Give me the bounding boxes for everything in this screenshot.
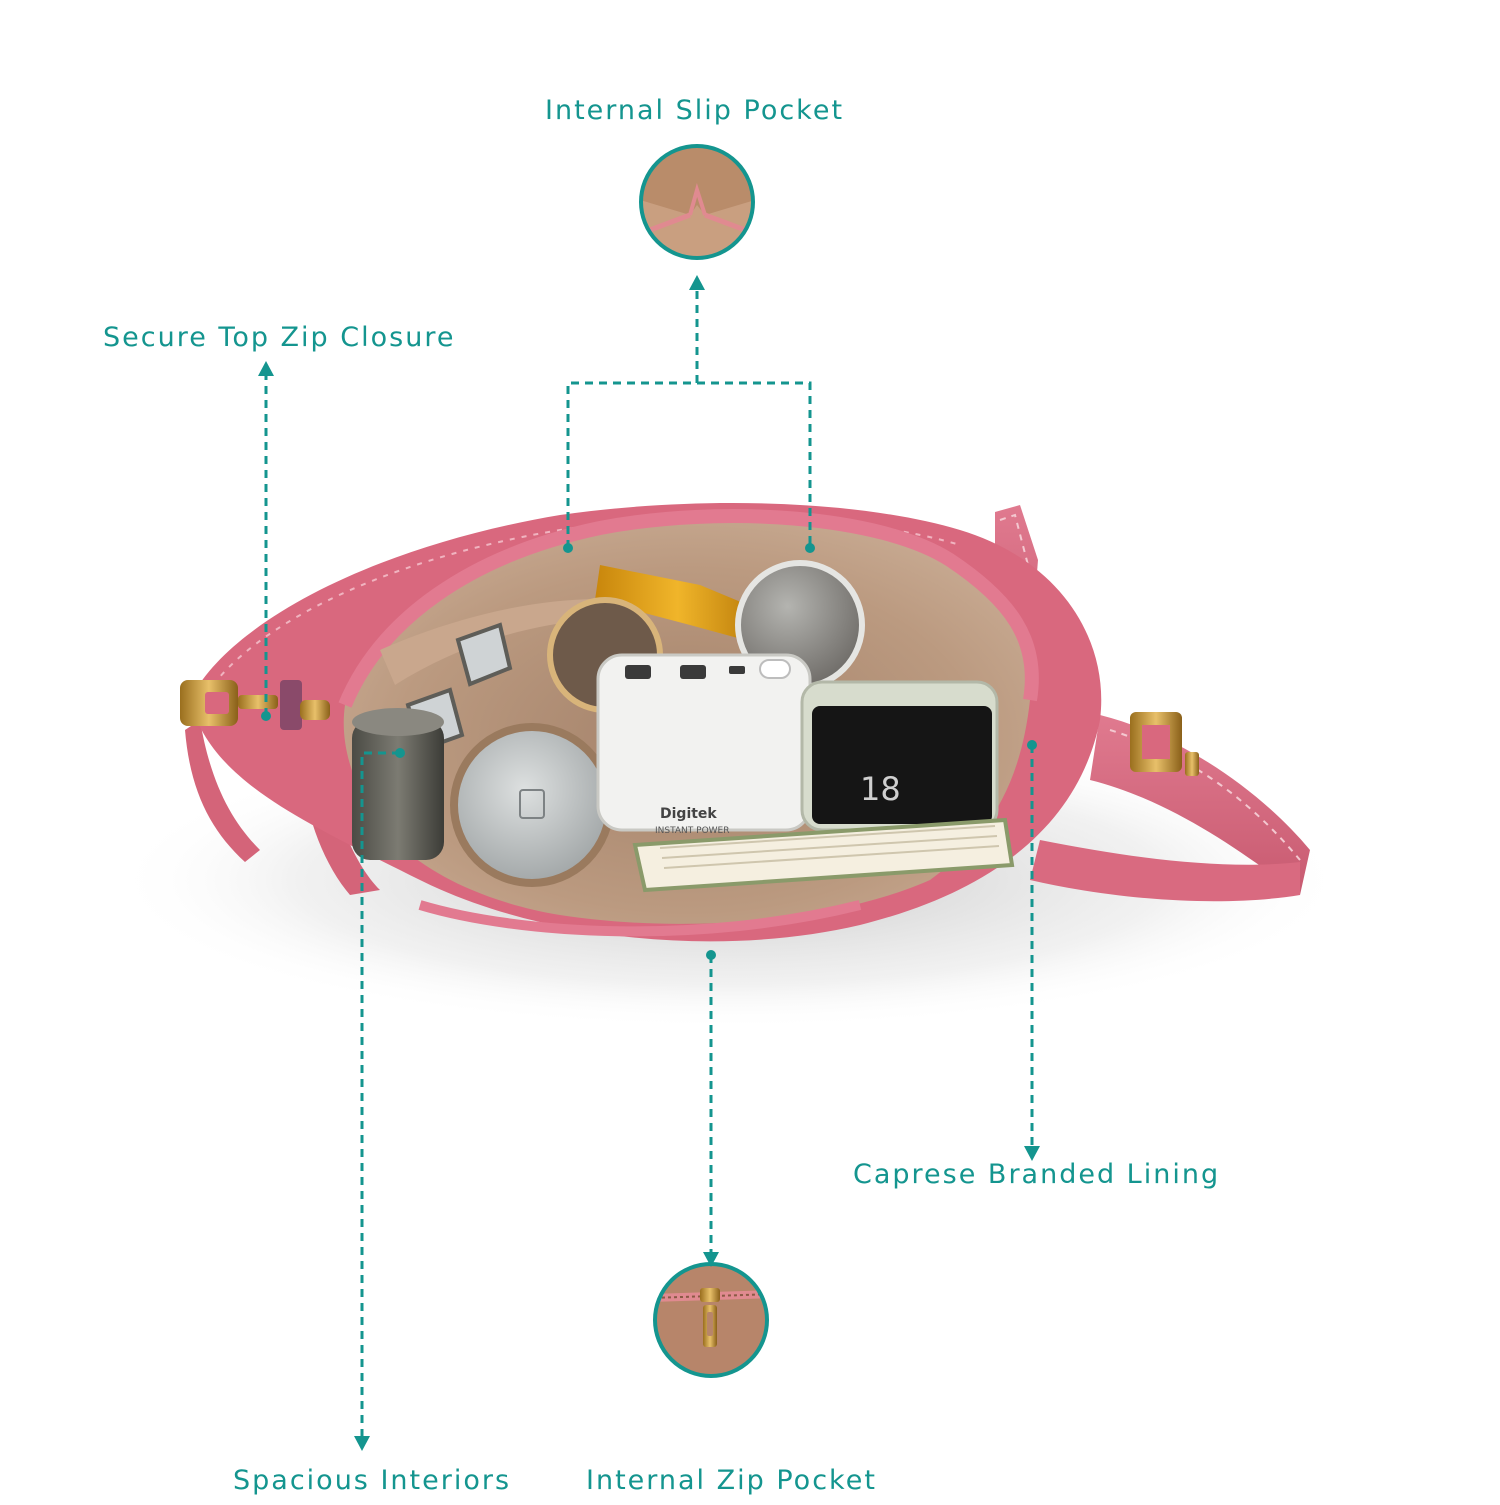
- label-internal-zip-pocket: Internal Zip Pocket: [586, 1465, 877, 1496]
- arrow-down-icon: [703, 1252, 719, 1267]
- interiors-connector: [360, 751, 400, 1440]
- callout-arrows: [258, 275, 1040, 1451]
- callout-lines: [264, 285, 1034, 1440]
- zip-puller: [180, 680, 330, 730]
- label-caprese-branded-lining: Caprese Branded Lining: [853, 1159, 1221, 1190]
- arrow-down-icon: [354, 1436, 370, 1451]
- power-bank-brand: Digitek: [660, 806, 717, 822]
- svg-text:18: 18: [860, 770, 901, 808]
- label-secure-top-zip-closure: Secure Top Zip Closure: [103, 322, 456, 353]
- power-bank: Digitek INSTANT POWER: [596, 653, 812, 836]
- label-spacious-interiors: Spacious Interiors: [233, 1465, 512, 1496]
- label-internal-slip-pocket: Internal Slip Pocket: [545, 95, 845, 126]
- slip-pocket-bracket: [566, 381, 812, 548]
- arrow-up-icon: [689, 275, 705, 290]
- callout-dots: [261, 543, 1037, 960]
- power-bank-caption: INSTANT POWER: [655, 826, 730, 836]
- notebook: [632, 817, 1015, 893]
- slip-pocket-inset: [639, 144, 755, 260]
- arrow-up-icon: [258, 361, 274, 376]
- bag-contents: Digitek INSTANT POWER 18: [352, 560, 1015, 893]
- strap-buckle: [1130, 712, 1199, 776]
- arrow-down-icon: [1024, 1146, 1040, 1161]
- zip-pocket-inset: [653, 1262, 769, 1378]
- phone: 18: [800, 680, 999, 832]
